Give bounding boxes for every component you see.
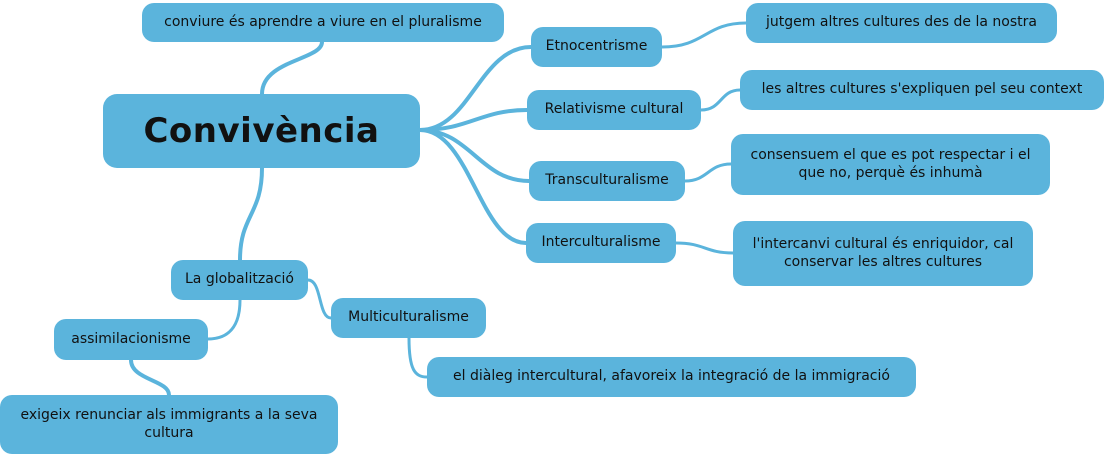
link-root-transculturalisme [418,128,531,183]
assimilacionisme-label: assimilacionisme [71,330,191,347]
pluralism-text: conviure és aprendre a viure en el plura… [164,13,482,30]
link-transculturalisme-detail [683,162,733,183]
link-multiculturalisme-detail [407,336,429,379]
transculturalisme-detail: consensuem el que es pot respectar i el … [750,147,1031,181]
assimilacionisme-node[interactable]: assimilacionisme [54,319,208,360]
transculturalisme-node[interactable]: Transculturalisme [529,161,685,201]
pluralism-node[interactable]: conviure és aprendre a viure en el plura… [142,3,504,42]
relativisme-detail: les altres cultures s'expliquen pel seu … [761,81,1083,98]
transculturalisme-detail-node[interactable]: consensuem el que es pot respectar i el … [731,134,1050,195]
relativisme-label: Relativisme cultural [544,101,684,118]
etnocentrisme-detail: jutgem altres cultures des de la nostra [766,14,1037,31]
central-topic-title: Convivència [143,110,380,151]
relativisme-node[interactable]: Relativisme cultural [527,90,701,130]
central-topic-node[interactable]: Convivència [103,94,420,168]
link-root-etnocentrisme [418,45,533,132]
assimilacionisme-detail-node[interactable]: exigeix renunciar als immigrants a la se… [0,395,338,454]
multiculturalisme-detail-node[interactable]: el diàleg intercultural, afavoreix la in… [427,357,916,397]
assimilacionisme-detail: exigeix renunciar als immigrants a la se… [20,407,318,441]
interculturalisme-detail-node[interactable]: l'intercanvi cultural és enriquidor, cal… [733,221,1033,286]
etnocentrisme-label: Etnocentrisme [545,38,648,55]
interculturalisme-detail: l'intercanvi cultural és enriquidor, cal… [752,236,1014,270]
link-relativisme-detail [699,88,742,112]
link-root-globalitzacio [238,166,264,262]
etnocentrisme-detail-node[interactable]: jutgem altres cultures des de la nostra [746,3,1057,43]
multiculturalisme-label: Multiculturalisme [348,309,469,326]
link-root-relativisme [418,108,529,132]
link-root-pluralism [260,40,324,96]
link-etnocentrisme-detail [660,21,748,49]
link-globalitzacio-assimilacionisme [206,298,242,341]
globalitzacio-label: La globalització [185,271,294,288]
multiculturalisme-node[interactable]: Multiculturalisme [331,298,486,338]
link-interculturalisme-detail [674,241,735,255]
multiculturalisme-detail: el diàleg intercultural, afavoreix la in… [453,368,890,385]
link-root-interculturalisme [418,128,528,245]
interculturalisme-node[interactable]: Interculturalisme [526,223,676,263]
etnocentrisme-node[interactable]: Etnocentrisme [531,27,662,67]
link-globalitzacio-multiculturalisme [306,278,333,320]
transculturalisme-label: Transculturalisme [545,172,669,189]
globalitzacio-node[interactable]: La globalització [171,260,308,300]
interculturalisme-label: Interculturalisme [541,234,661,251]
relativisme-detail-node[interactable]: les altres cultures s'expliquen pel seu … [740,70,1104,110]
link-assimilacionisme-detail [129,358,171,397]
